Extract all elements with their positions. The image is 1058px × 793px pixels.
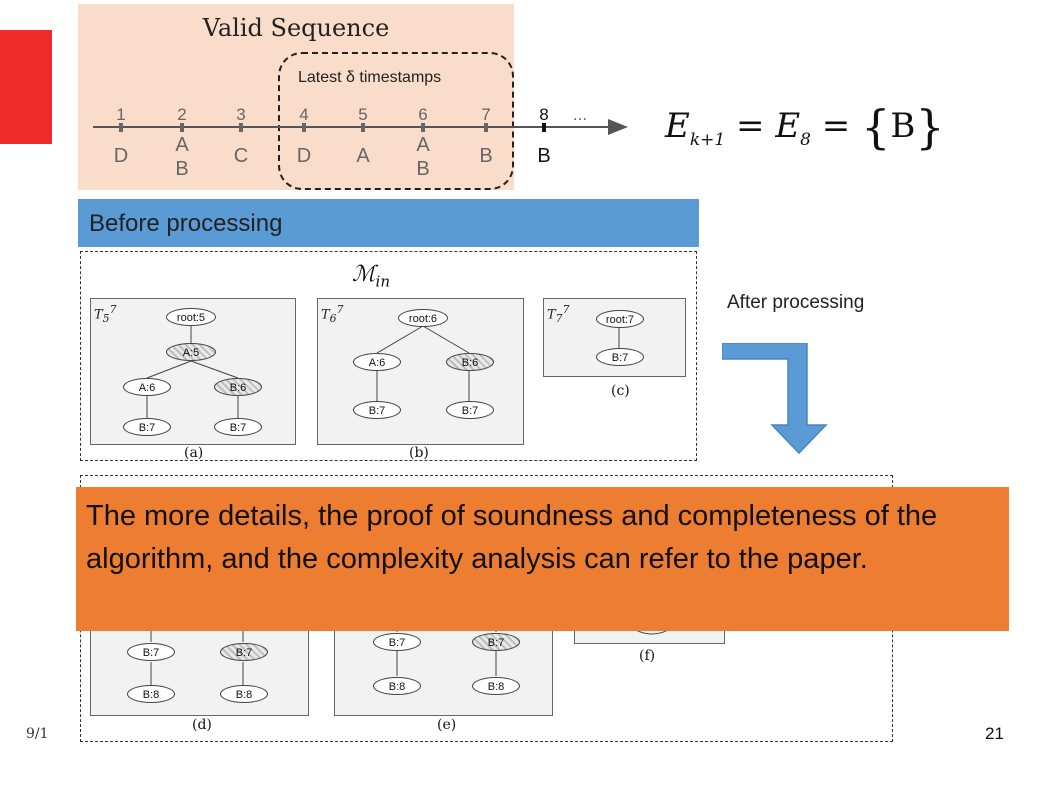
formula-brace-close: } [915, 100, 945, 154]
valid-sequence-title: Valid Sequence [202, 14, 390, 42]
node-root5: root:5 [166, 308, 216, 326]
formula-eq1: = [725, 106, 776, 146]
timeline-tick-label: 8 [539, 105, 548, 124]
node-b6: B:6 [214, 378, 262, 396]
tree-d-box [90, 620, 309, 716]
caption-a: (a) [184, 445, 204, 461]
tree-a-label: T57 [94, 303, 117, 325]
node-root6: root:6 [398, 309, 448, 327]
caption-d: (d) [192, 717, 212, 733]
formula-sub1: k+1 [689, 129, 726, 150]
node-b8: B:8 [373, 677, 421, 695]
caption-b: (b) [409, 445, 429, 461]
tree-b-edges [376, 325, 470, 401]
caption-c: (c) [611, 383, 630, 399]
node-a6: A:6 [353, 353, 401, 371]
formula: Ek+1 = E8 = {B} [665, 100, 945, 154]
formula-sub2: 8 [800, 129, 811, 150]
timeline-event-label: B [537, 145, 550, 167]
node-b7: B:7 [596, 348, 644, 366]
node-a6: A:6 [123, 378, 171, 396]
tree-d-edges [150, 620, 244, 685]
formula-brace-open: { [861, 100, 891, 154]
page-number: 21 [985, 724, 1004, 743]
node-b8: B:8 [127, 685, 175, 703]
callout-box: The more details, the proof of soundness… [76, 487, 1009, 631]
node-b7: B:7 [214, 418, 262, 436]
tree-c-edges [618, 327, 620, 348]
timeline-tick-label: ... [573, 105, 587, 124]
node-b7: B:7 [123, 418, 171, 436]
valid-sequence-panel [78, 4, 514, 190]
node-b6: B:6 [446, 353, 494, 371]
latest-window-outline [278, 52, 514, 190]
node-b7: B:7 [472, 633, 520, 651]
formula-set: B [890, 106, 916, 146]
latest-window-label: Latest δ timestamps [298, 69, 442, 86]
formula-e1: E [665, 106, 690, 146]
node-b8: B:8 [472, 677, 520, 695]
formula-e2: E [775, 106, 801, 146]
m-in-symbol: ℳ [352, 262, 376, 287]
node-b7: B:7 [353, 401, 401, 419]
callout-text: The more details, the proof of soundness… [86, 500, 938, 575]
before-processing-label: Before processing [89, 210, 283, 237]
tree-a-edges [146, 326, 239, 418]
tree-b-label: T67 [321, 303, 344, 325]
m-in-panel [80, 251, 697, 461]
node-a5: A:5 [166, 343, 216, 361]
node-b7: B:7 [446, 401, 494, 419]
node-b7: B:7 [373, 633, 421, 651]
m-in-label: ℳin [352, 262, 390, 290]
node-b7: B:7 [127, 643, 175, 661]
tree-c-label: T77 [547, 303, 570, 325]
red-accent-bar [0, 30, 52, 144]
node-root7: root:7 [596, 310, 644, 328]
before-processing-banner: Before processing [78, 199, 699, 247]
footer-date: 9/1 [26, 726, 49, 742]
after-processing-label: After processing [727, 292, 865, 313]
caption-e: (e) [437, 717, 457, 733]
tree-e-edges [396, 620, 497, 676]
formula-eq2: = [810, 106, 862, 146]
caption-f: (f) [639, 648, 656, 664]
down-arrow-icon [722, 343, 828, 455]
node-b7: B:7 [220, 643, 268, 661]
node-b8: B:8 [220, 685, 268, 703]
m-in-subscript: in [375, 272, 390, 291]
